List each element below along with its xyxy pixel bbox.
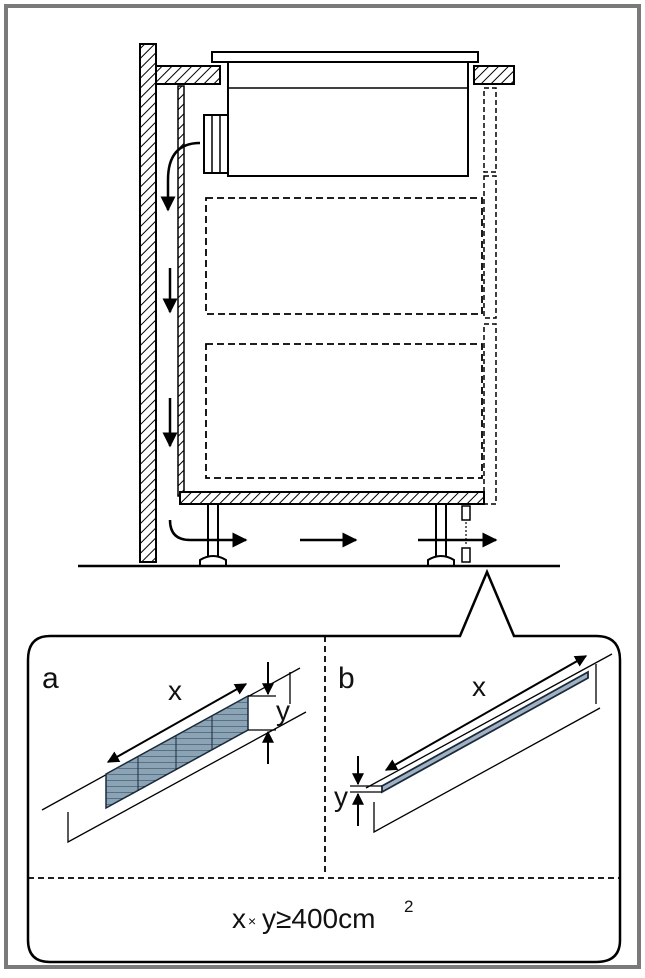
leg-left [207,503,219,561]
area-formula: x × y≥400cm 2 [232,897,413,934]
formula-times: × [248,913,256,929]
cabinet-base [179,491,485,505]
worktop-right [473,65,515,85]
cabinet-section [78,43,560,568]
drawer-lower [205,343,483,479]
fan-unit [203,114,229,174]
detail-b-y-label: y [334,781,348,812]
hob-body [227,61,469,177]
detail-a-letter: a [42,662,59,695]
detail-b-panel: b x y [334,653,613,834]
detail-b-x-label: x [472,671,486,702]
worktop-left [155,65,221,85]
formula-superscript: 2 [404,897,413,916]
detail-a-y-label: y [276,695,290,726]
wall [139,43,157,563]
dimension-x-a [106,683,248,763]
dimension-x-b [384,655,588,771]
formula-x: x [232,903,246,934]
leg-right [435,503,447,561]
drawer-upper [205,197,483,315]
detail-a-x-label: x [168,675,182,706]
airflow-arrow [160,141,201,212]
detail-a-panel: a x y [41,662,307,844]
detail-callout: a x y b [26,568,622,964]
formula-main: y≥400cm [262,903,375,934]
hob-glass [211,51,479,63]
detail-b-letter: b [338,662,355,695]
